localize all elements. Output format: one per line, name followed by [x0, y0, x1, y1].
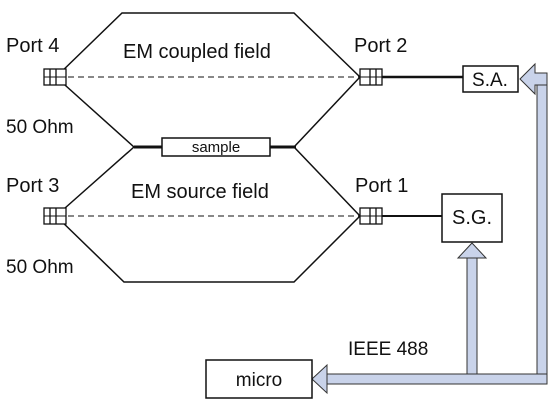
- bus-horizontal: [326, 373, 548, 385]
- signal-generator-label: S.G.: [452, 207, 492, 229]
- spectrum-analyzer-label: S.A.: [472, 70, 508, 91]
- upper-cell-outline-bottom: [55, 76, 361, 148]
- port3-connector: [43, 207, 67, 225]
- ieee-bus-label: IEEE 488: [348, 339, 428, 360]
- micro-label: micro: [236, 370, 282, 391]
- port2-label: Port 2: [354, 35, 407, 57]
- ohm-bottom-label: 50 Ohm: [6, 257, 74, 278]
- bus-right-vertical: [536, 79, 548, 375]
- micro-box: [205, 359, 313, 399]
- upper-cell-outline-top: [55, 12, 361, 78]
- ohm-top-label: 50 Ohm: [6, 117, 74, 138]
- port3-label: Port 3: [6, 175, 59, 197]
- port2-connector: [359, 68, 383, 86]
- port1-label: Port 1: [355, 175, 408, 197]
- bus-arrow-sa: [519, 62, 548, 96]
- sample-label: sample: [192, 139, 240, 156]
- port4-connector: [43, 68, 67, 86]
- bus-arrow-sg: [456, 242, 488, 259]
- lower-cell-outline-bottom: [55, 215, 361, 283]
- port1-connector: [359, 207, 383, 225]
- coupled-field-label: EM coupled field: [123, 41, 271, 63]
- source-field-label: EM source field: [131, 181, 269, 203]
- port4-label: Port 4: [6, 35, 59, 57]
- signal-generator-box: [441, 193, 503, 243]
- bus-arrow-micro: [311, 363, 328, 395]
- spectrum-analyzer-box: [462, 65, 519, 93]
- bus-sg-vertical: [466, 257, 478, 375]
- sample-box: [161, 137, 271, 157]
